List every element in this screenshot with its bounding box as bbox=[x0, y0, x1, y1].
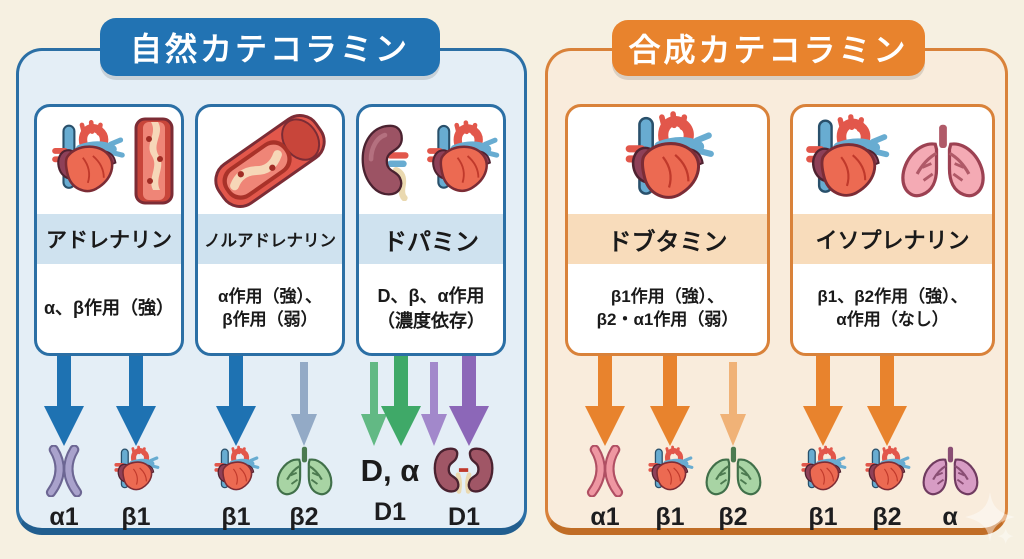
effect-arrow bbox=[116, 356, 156, 446]
drug-effect: β1、β2作用（強）、 α作用（なし） bbox=[793, 264, 992, 353]
receptor-beta2: β2 bbox=[849, 445, 925, 532]
effect-arrow bbox=[381, 356, 421, 446]
receptor-beta1: β1 bbox=[632, 445, 708, 532]
receptor-label: β1 bbox=[221, 503, 251, 531]
receptor-label: α1 bbox=[49, 503, 79, 531]
sparkle-icon bbox=[963, 490, 1017, 544]
kidney-icon bbox=[359, 121, 415, 201]
drug-name: ドパミン bbox=[359, 214, 503, 264]
effect-line: α、β作用（強） bbox=[43, 298, 175, 319]
effect-arrow bbox=[720, 362, 746, 446]
drug-card-dopamine: ドパミン D、β、α作用 （濃度依存） bbox=[356, 104, 506, 356]
receptor-d1: D1 bbox=[426, 445, 502, 531]
drug-name: イソプレナリン bbox=[793, 214, 992, 264]
natural-catecholamine-header: 自然カテコラミン bbox=[100, 18, 440, 76]
effect-line: α作用（なし） bbox=[836, 309, 949, 329]
lungs-icon bbox=[899, 121, 987, 201]
effect-arrow bbox=[216, 356, 256, 446]
drug-effect: α作用（強）、 β作用（弱） bbox=[198, 264, 342, 353]
heart-icon bbox=[204, 445, 268, 497]
heart-icon bbox=[798, 113, 894, 209]
receptor-d1-alpha: D, α D1 bbox=[347, 445, 433, 527]
receptor-label: D1 bbox=[374, 498, 406, 526]
drug-card-dobutamine: ドブタミン β1作用（強）、 β2・α1作用（弱） bbox=[565, 104, 770, 356]
heart-icon bbox=[617, 110, 719, 212]
lungs-icon bbox=[701, 445, 765, 497]
vessel-constriction-icon bbox=[32, 445, 96, 497]
lungs-icon bbox=[272, 445, 336, 497]
receptor-alpha1: α1 bbox=[567, 445, 643, 532]
drug-name: ドブタミン bbox=[568, 214, 767, 264]
receptor-beta2: β2 bbox=[266, 445, 342, 531]
receptor-label: β1 bbox=[121, 503, 151, 531]
effect-arrow bbox=[291, 362, 317, 446]
receptor-label: β1 bbox=[808, 503, 838, 531]
effect-arrow bbox=[421, 362, 447, 446]
effect-arrow bbox=[44, 356, 84, 446]
effect-arrow bbox=[361, 362, 387, 446]
drug-card-noradrenaline: ノルアドレナリン α作用（強）、 β作用（弱） bbox=[195, 104, 345, 356]
receptor-beta2: β2 bbox=[695, 445, 771, 531]
drug-card-icons bbox=[359, 107, 503, 214]
drug-card-adrenaline: アドレナリン α、β作用（強） bbox=[34, 104, 184, 356]
effect-line: β2・α1作用（弱） bbox=[596, 309, 739, 329]
effect-arrow bbox=[650, 356, 690, 446]
heart-icon bbox=[104, 445, 168, 497]
heart-icon bbox=[638, 445, 702, 497]
drug-card-icons bbox=[793, 107, 992, 214]
blood-vessel-section-icon bbox=[134, 116, 174, 206]
heart-icon bbox=[45, 119, 129, 203]
natural-catecholamine-panel: アドレナリン α、β作用（強） ノルアドレナリン α作用（強）、 β作用（弱） … bbox=[16, 48, 527, 535]
lungs-icon bbox=[918, 445, 982, 497]
effect-line: β1、β2作用（強）、 bbox=[817, 286, 968, 306]
receptor-label: β2 bbox=[289, 502, 319, 531]
receptor-label: β2 bbox=[872, 503, 902, 531]
effect-line: （濃度依存） bbox=[377, 310, 485, 331]
effect-line: D、β、α作用 bbox=[377, 286, 485, 307]
drug-effect: α、β作用（強） bbox=[37, 264, 181, 353]
effect-arrow bbox=[803, 356, 843, 446]
blood-vessel-segment-icon bbox=[205, 107, 335, 217]
receptor-label: α1 bbox=[590, 503, 620, 531]
drug-effect: D、β、α作用 （濃度依存） bbox=[359, 264, 503, 353]
effect-line: β作用（弱） bbox=[222, 309, 318, 329]
drug-name: アドレナリン bbox=[37, 214, 181, 264]
heart-icon bbox=[791, 445, 855, 497]
d-alpha-text: D, α bbox=[360, 453, 420, 488]
drug-card-icons bbox=[37, 107, 181, 214]
receptor-label: α bbox=[942, 502, 958, 531]
effect-arrow bbox=[867, 356, 907, 446]
receptor-beta1: β1 bbox=[785, 445, 861, 532]
drug-card-icons bbox=[198, 107, 342, 214]
heart-icon bbox=[420, 119, 503, 203]
receptor-alpha: α bbox=[912, 445, 988, 531]
effect-line: α作用（強）、 bbox=[218, 286, 322, 306]
receptor-label: D1 bbox=[448, 502, 480, 531]
heart-icon bbox=[855, 445, 919, 497]
effect-line: β1作用（強）、 bbox=[610, 286, 725, 306]
receptor-label: β1 bbox=[655, 503, 685, 531]
receptor-alpha1: α1 bbox=[26, 445, 102, 532]
synthetic-catecholamine-header: 合成カテコラミン bbox=[612, 20, 925, 76]
drug-name: ノルアドレナリン bbox=[198, 214, 342, 264]
vessel-constriction-icon bbox=[573, 445, 637, 497]
effect-arrow bbox=[449, 356, 489, 446]
drug-effect: β1作用（強）、 β2・α1作用（弱） bbox=[568, 264, 767, 353]
receptor-beta1: β1 bbox=[198, 445, 274, 532]
drug-card-isoprenaline: イソプレナリン β1、β2作用（強）、 α作用（なし） bbox=[790, 104, 995, 356]
drug-card-icons bbox=[568, 107, 767, 214]
kidneys-icon bbox=[432, 445, 496, 497]
synthetic-catecholamine-panel: ドブタミン β1作用（強）、 β2・α1作用（弱） イソプレナリン β1、β2作… bbox=[545, 48, 1008, 535]
receptor-beta1: β1 bbox=[98, 445, 174, 532]
receptor-label: β2 bbox=[718, 502, 748, 531]
effect-arrow bbox=[585, 356, 625, 446]
